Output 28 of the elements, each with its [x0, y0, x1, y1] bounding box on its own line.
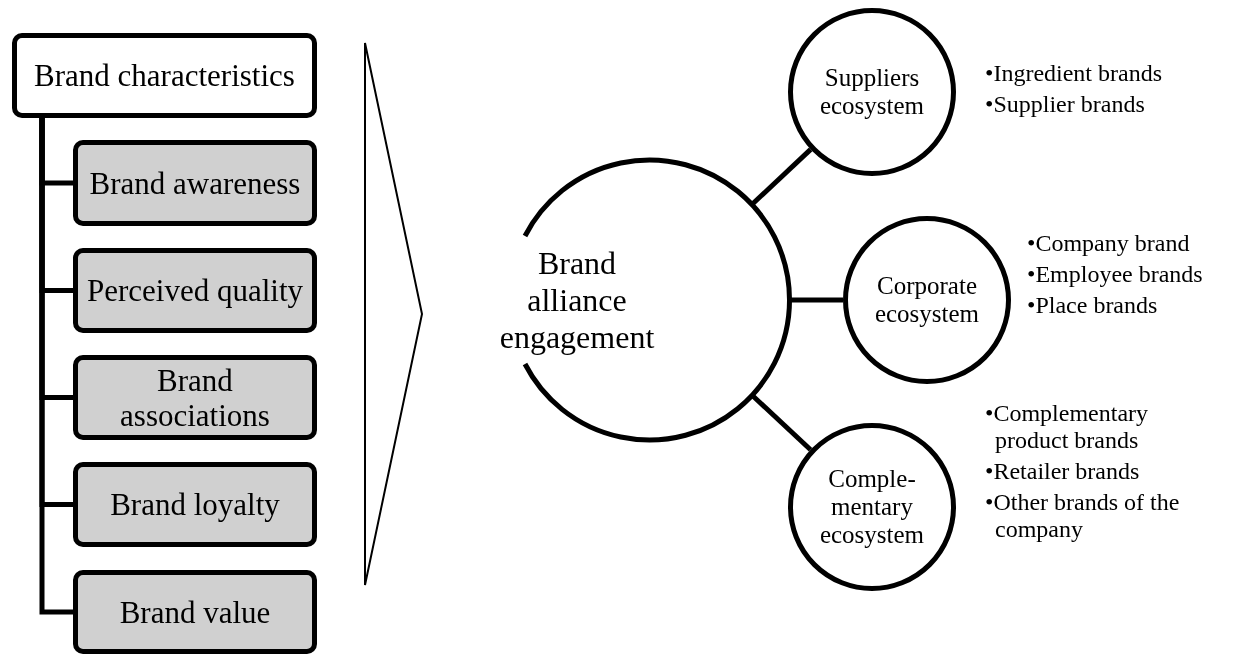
attribute-box [12, 33, 317, 118]
node-label: Brand associations [119, 362, 271, 433]
node-label: Comple- mentary ecosystem [818, 465, 926, 549]
bullet-item: •Supplier brands [985, 91, 1146, 118]
node-label: Brand loyalty [109, 487, 281, 522]
bullet-item: •Complementary product brands [985, 400, 1150, 454]
bullet-item: •Ingredient brands [985, 60, 1163, 87]
node-label: Corporate ecosystem [873, 272, 981, 328]
attribute-box [73, 140, 317, 226]
connector-line [790, 297, 843, 303]
connector-line [39, 118, 73, 615]
attribute-box [73, 355, 317, 440]
connector-line [750, 393, 813, 452]
circle-label: Brand alliance engagement [498, 244, 656, 356]
node-label: Brand awareness [88, 165, 302, 201]
attribute-box [73, 462, 317, 547]
bullet-item: •Other brands of the company [985, 489, 1181, 543]
attribute-box [73, 248, 317, 333]
connector-line [750, 147, 813, 207]
bullet-item: •Company brand [1027, 230, 1191, 257]
node-label: Perceived quality [85, 273, 305, 308]
node-label: Suppliers ecosystem [818, 64, 926, 120]
bullet-item: •Retailer brands [985, 458, 1141, 485]
node-label: Brand characteristics [33, 58, 296, 93]
node-label: Brand value [118, 594, 272, 630]
attribute-box [73, 570, 317, 654]
bullet-item: •Employee brands [1027, 261, 1204, 288]
bullet-item: •Place brands [1027, 292, 1159, 319]
